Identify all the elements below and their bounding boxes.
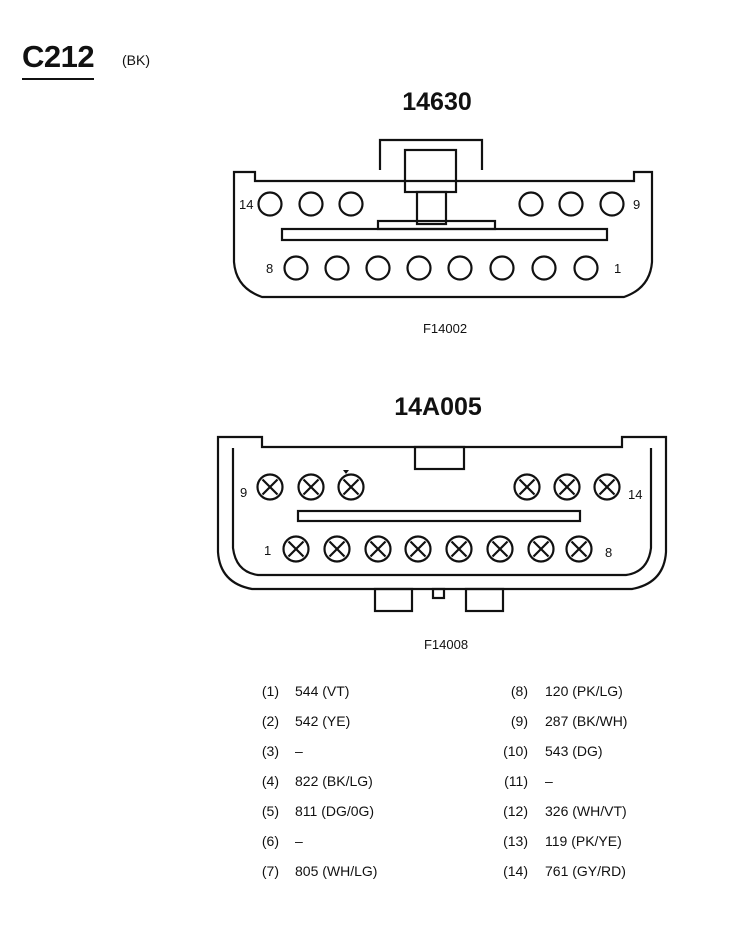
pin-number: (1) [261,683,279,699]
pin-wire-info: 119 (PK/YE) [545,833,622,849]
pin-number: (9) [510,713,528,729]
pin-wire-info: – [295,833,303,849]
pin-wire-info: – [295,743,303,759]
pin-number: (12) [503,803,528,819]
top-connector-title: 14630 [402,88,472,116]
pin-number: (3) [261,743,279,759]
pin-wire-info: 542 (YE) [295,713,351,729]
pin-number: (14) [503,863,528,879]
pin-number: (7) [261,863,279,879]
bottom-connector-title: 14A005 [394,393,482,421]
pin-number: (4) [261,773,279,789]
pin-number: (2) [261,713,279,729]
pin-wire-info: 761 (GY/RD) [545,863,626,879]
pin-number: (5) [261,803,279,819]
connector-color-code: (BK) [122,52,150,68]
pin-wire-info: 543 (DG) [545,743,603,759]
pin-wire-info: 811 (DG/0G) [295,803,375,819]
pin-number: (10) [503,743,528,759]
connector-id-title: C212 [22,40,95,80]
pin-wire-info: 544 (VT) [295,683,350,699]
pin-wire-info: 805 (WH/LG) [295,863,378,879]
pin-wire-info: 120 (PK/LG) [545,683,623,699]
pin-number: (6) [261,833,279,849]
pin-wire-info: 287 (BK/WH) [545,713,628,729]
pin-wire-info: 326 (WH/VT) [545,803,627,819]
pin-number: (11) [504,773,528,789]
bottom-connector-figure-id: F14008 [423,637,469,652]
top-connector-figure-id: F14002 [422,321,468,336]
pin-number: (8) [510,683,528,699]
pin-wire-info: – [545,773,553,789]
pin-number: (13) [503,833,528,849]
pin-wire-info: 822 (BK/LG) [295,773,373,789]
